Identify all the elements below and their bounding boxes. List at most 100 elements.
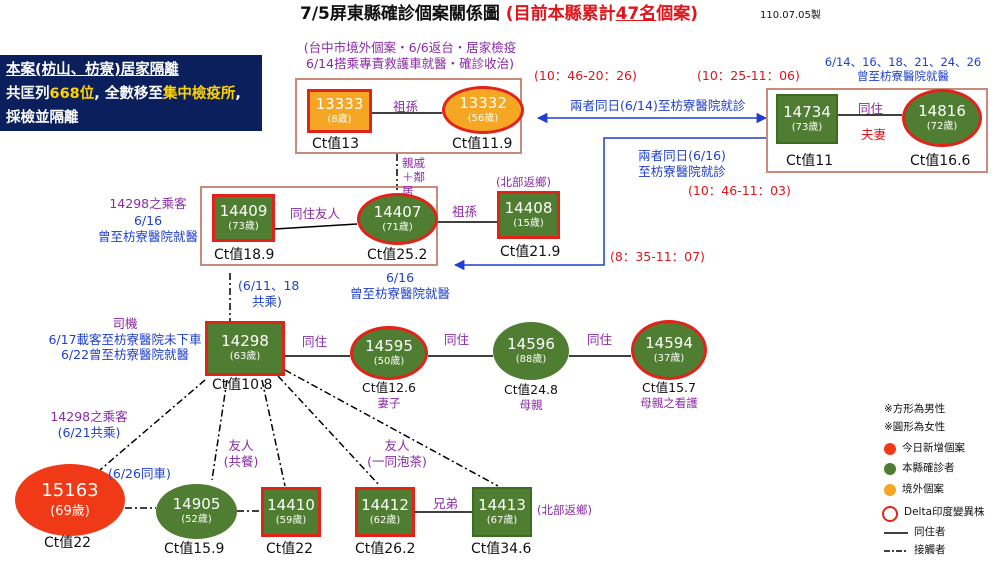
legend-imported-dot	[884, 484, 896, 496]
case-node[interactable]: 15163(69歲)	[15, 464, 125, 536]
case-id: 14413	[478, 495, 526, 514]
note-line: 6/16	[385, 270, 415, 285]
info-line-1: 本案(枋山、枋寮)居家隔離	[6, 62, 179, 78]
relation-label: 同住	[302, 334, 328, 349]
title-highlight-num: 47名	[615, 4, 657, 24]
note-line: 6/16	[133, 213, 163, 228]
case-id: 15163	[41, 480, 99, 501]
case-node[interactable]: 14412(62歲)	[355, 487, 415, 537]
ct-value: Ct值16.6	[910, 153, 971, 169]
note-line: 14298之乘客	[109, 196, 187, 211]
relation-label: 同住	[587, 332, 613, 347]
note-line: 司機	[112, 316, 138, 331]
ct-value: Ct值11	[786, 153, 834, 169]
info-text: ,	[235, 86, 241, 102]
ct-value: Ct值15.9	[164, 541, 225, 557]
ct-value: Ct值21.9	[500, 244, 561, 260]
passenger-note: 14298之乘客 (6/21共乘)	[44, 409, 134, 440]
contact-line	[277, 375, 381, 487]
cohab-line	[274, 223, 358, 230]
legend-female: ※圓形為女性	[884, 421, 946, 433]
visit-note: 6/16 曾至枋寮醫院就醫	[340, 270, 460, 301]
legend-delta: Delta印度變異株	[904, 506, 985, 518]
note-line: 14298之乘客	[50, 409, 128, 424]
note-line: 曾至枋寮醫院就醫	[857, 69, 949, 84]
relation-label: 友人 (一同泡茶)	[362, 438, 432, 469]
legend: ※方形為男性 ※圓形為女性 今日新增個案 本縣確診者 境外個案 Delta印度變…	[870, 403, 998, 561]
case-node[interactable]: 13333(8歲)	[307, 89, 372, 133]
note-line: 友人	[384, 438, 410, 453]
note-line: 共乘)	[252, 293, 282, 309]
visit-time: (10：46-11：03)	[688, 183, 791, 198]
case-id: 14298	[221, 332, 269, 350]
case-node[interactable]: 13332(56歲)	[442, 86, 524, 134]
info-box: 本案(枋山、枋寮)居家隔離 共匡列668位, 全數移至集中檢疫所, 採檢並隔離	[0, 55, 262, 131]
ct-value: Ct值11.9	[452, 136, 513, 152]
case-age: (50歲)	[373, 355, 405, 367]
case-id: 14410	[267, 495, 315, 514]
relation-label: 兄弟	[433, 496, 459, 511]
case-node[interactable]: 14816(72歲)	[902, 89, 982, 147]
ct-value: Ct值25.2	[367, 247, 428, 263]
case-id: 14407	[373, 202, 422, 221]
relation-label: 夫妻	[861, 127, 887, 142]
passenger-note: 6/16 曾至枋寮醫院就醫	[88, 213, 208, 244]
relation-label: 同住友人	[290, 206, 341, 221]
case-node[interactable]: 14413(67歲)	[472, 487, 532, 537]
note-line: 6/14搭乘專責救護車就醫・確診收治)	[306, 55, 514, 71]
ct-value: Ct值13	[312, 136, 360, 152]
case-node[interactable]: 14596(88歲)	[493, 322, 569, 380]
case-node[interactable]: 14595(50歲)	[350, 326, 428, 380]
ct-value: Ct值24.8	[504, 382, 558, 397]
contact-line	[211, 379, 228, 481]
note-line: (台中市境外個案・6/6返台・居家檢疫	[303, 40, 517, 55]
title-highlight-post: 個案)	[656, 4, 699, 24]
note-line: 曾至枋寮醫院就醫	[97, 228, 198, 244]
legend-male: ※方形為男性	[884, 403, 946, 415]
info-highlight: 集中檢疫所	[162, 86, 236, 102]
visit-note: 6/14、16、18、21、24、26 曾至枋寮醫院就醫	[818, 55, 988, 84]
ct-value: Ct值26.2	[355, 541, 416, 557]
legend-new: 今日新增個案	[902, 442, 965, 454]
contact-line	[261, 379, 286, 487]
legend-imported: 境外個案	[902, 483, 944, 495]
info-count: 668位	[49, 86, 95, 102]
visit-time: (10：25-11：06)	[697, 68, 800, 83]
ct-value: Ct值15.7	[642, 380, 696, 395]
relation-label: 親戚＋鄰居	[402, 156, 425, 198]
group-box	[766, 88, 988, 173]
ride-note: (6/26同車)	[108, 466, 171, 481]
case-node[interactable]: 14408(15歲)	[497, 191, 560, 239]
note-line: (6/21共乘)	[57, 424, 121, 440]
visit-time: (10：46-20：26)	[534, 68, 637, 83]
origin-label: (北部返鄉)	[537, 503, 592, 517]
case-node[interactable]: 14734(73歲)	[776, 94, 838, 144]
case-node[interactable]: 14407(71歲)	[357, 193, 438, 245]
note-line: 友人	[228, 438, 254, 453]
case-id: 14905	[172, 495, 221, 513]
contact-line	[284, 369, 499, 487]
case-age: (73歲)	[228, 220, 259, 232]
case-node[interactable]: 14409(73歲)	[212, 194, 275, 242]
case-age: (56歲)	[467, 112, 499, 124]
ct-value: Ct值10.8	[212, 377, 273, 393]
case-age: (15歲)	[513, 217, 544, 229]
case-age: (59歲)	[275, 514, 307, 526]
case-node[interactable]: 14298(63歲)	[205, 321, 285, 376]
visit-label: 兩者同日(6/14)至枋寮醫院就診	[570, 98, 746, 113]
title-main: 7/5屏東縣確診個案關係圖	[300, 4, 506, 24]
group-box	[200, 186, 438, 266]
case-id: 14596	[507, 334, 555, 353]
case-node[interactable]: 14905(52歲)	[156, 484, 237, 539]
case-id: 13332	[459, 93, 507, 112]
visit-label: 兩者同日(6/16) 至枋寮醫院就診	[622, 148, 742, 179]
case-node[interactable]: 14594(37歲)	[631, 320, 707, 380]
case-age: (62歲)	[369, 514, 401, 526]
info-line-2: 共匡列668位, 全數移至集中檢疫所,	[6, 82, 256, 106]
case-age: (63歲)	[229, 351, 261, 362]
info-text: , 全數移至	[94, 86, 163, 102]
case-node[interactable]: 14410(59歲)	[261, 487, 321, 537]
driver-note: 司機 6/17載客至枋寮醫院未下車 6/22曾至枋寮醫院就醫	[40, 316, 210, 363]
legend-cohab: 同住者	[914, 526, 946, 538]
case-age: (8歲)	[327, 113, 352, 125]
